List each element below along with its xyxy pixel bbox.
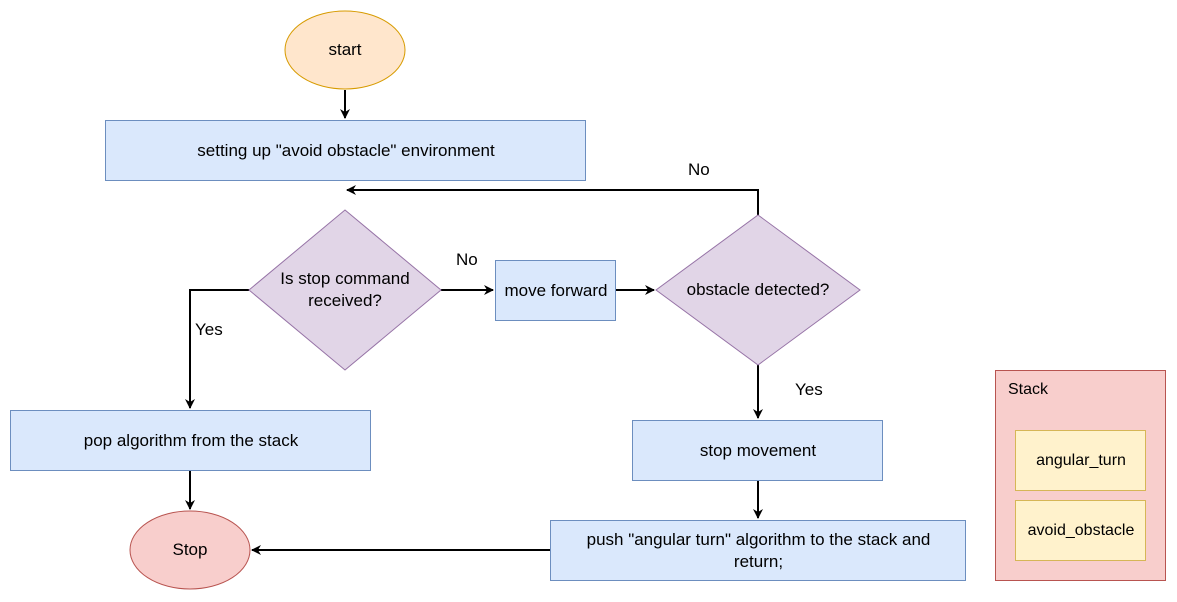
stack-item-shape [1015,430,1146,491]
start-node-shape [284,10,406,90]
stop-check-decision-shape [248,209,442,371]
stop-movement-node-shape [632,420,883,481]
stop-no-edge-label: No [456,250,478,269]
move-forward-node-shape [495,260,616,321]
obstacle-yes-edge-label: Yes [795,380,823,399]
end-node-shape [129,510,251,590]
push-node-shape [550,520,966,581]
obstacle-decision-shape [655,214,861,366]
setup-node-shape [105,120,586,181]
stack-title: Stack [1008,381,1049,398]
edge-stop-check-yes [185,289,249,409]
stack-item-shape [1015,500,1146,561]
edge-obstacle-no [346,185,759,215]
pop-node-shape [10,410,371,471]
stop-yes-edge-label: Yes [195,320,223,339]
obstacle-no-edge-label: No [688,160,710,179]
